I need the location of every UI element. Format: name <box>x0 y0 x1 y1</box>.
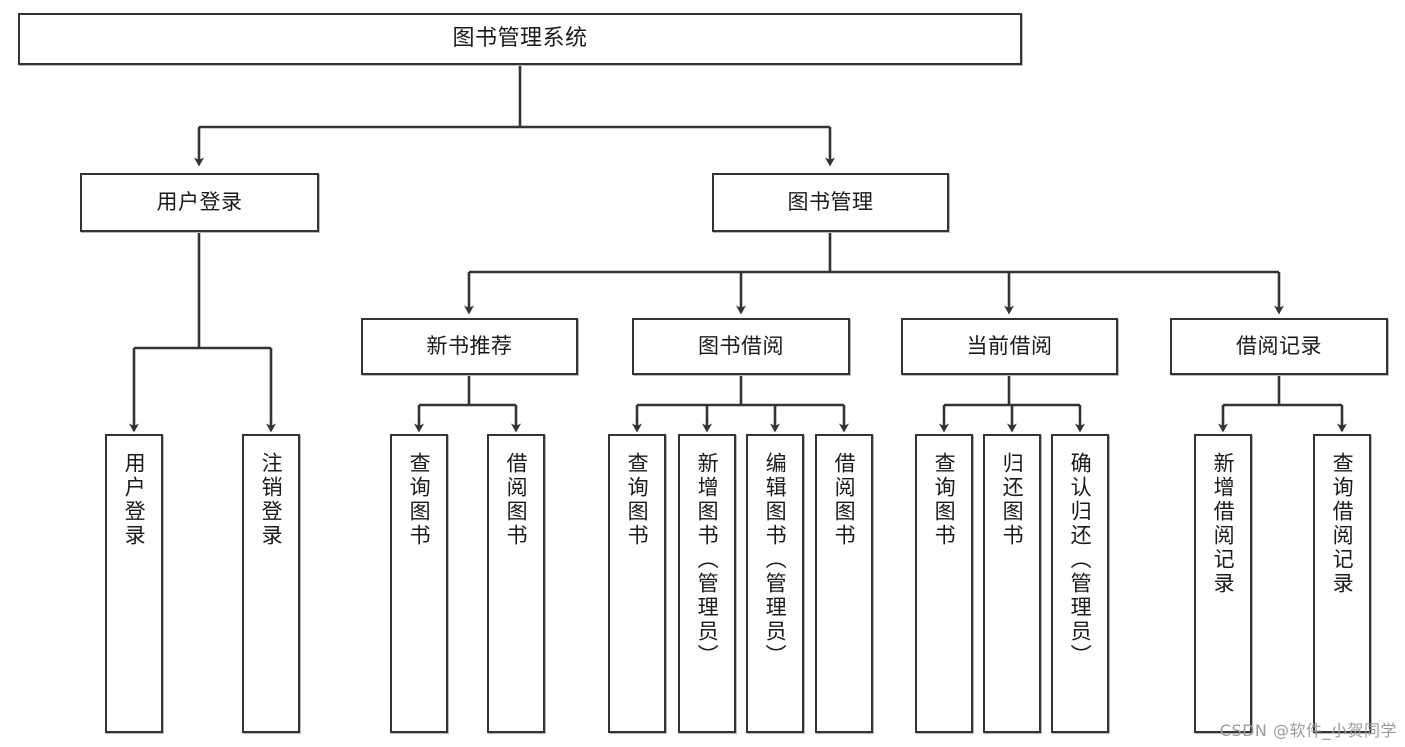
leaf-add-book[interactable]: 新增图书（管理员） <box>678 434 736 733</box>
node-book-borrow[interactable]: 图书借阅 <box>632 318 850 375</box>
leaf-query-book-2[interactable]: 查询图书 <box>608 434 666 733</box>
leaf-query-record-label: 查询借阅记录 <box>1330 452 1355 596</box>
leaf-borrow-book-2[interactable]: 借阅图书 <box>815 434 873 733</box>
leaf-query-record[interactable]: 查询借阅记录 <box>1313 434 1371 733</box>
leaf-query-book-3-label: 查询图书 <box>932 452 957 548</box>
node-root-label: 图书管理系统 <box>452 26 588 52</box>
node-root[interactable]: 图书管理系统 <box>18 13 1022 65</box>
node-user-login-label: 用户登录 <box>156 190 243 215</box>
leaf-borrow-book-1[interactable]: 借阅图书 <box>487 434 545 733</box>
csdn-watermark: CSDN @软件_小贺同学 <box>1219 721 1397 740</box>
node-current-borrow[interactable]: 当前借阅 <box>901 318 1118 375</box>
leaf-user-login-label: 用户登录 <box>122 452 147 548</box>
node-current-borrow-label: 当前借阅 <box>966 334 1053 359</box>
leaf-add-record[interactable]: 新增借阅记录 <box>1194 434 1252 733</box>
node-user-login[interactable]: 用户登录 <box>80 173 319 232</box>
node-book-borrow-label: 图书借阅 <box>698 334 784 359</box>
leaf-query-book-3[interactable]: 查询图书 <box>915 434 973 733</box>
node-new-book-recommend-label: 新书推荐 <box>426 334 513 359</box>
leaf-confirm-return[interactable]: 确认归还（管理员） <box>1051 434 1109 733</box>
leaf-borrow-book-2-label: 借阅图书 <box>832 452 857 548</box>
leaf-borrow-book-1-label: 借阅图书 <box>504 452 529 548</box>
leaf-return-book-label: 归还图书 <box>1000 452 1025 548</box>
leaf-query-book-2-label: 查询图书 <box>625 452 650 548</box>
node-book-manage[interactable]: 图书管理 <box>712 173 949 232</box>
node-new-book-recommend[interactable]: 新书推荐 <box>361 318 578 375</box>
leaf-query-book-1-label: 查询图书 <box>407 452 432 548</box>
leaf-user-login[interactable]: 用户登录 <box>105 434 163 733</box>
leaf-query-book-1[interactable]: 查询图书 <box>390 434 448 733</box>
leaf-confirm-return-label: 确认归还（管理员） <box>1068 452 1093 668</box>
node-borrow-record-label: 借阅记录 <box>1236 334 1322 359</box>
node-book-manage-label: 图书管理 <box>787 190 874 215</box>
leaf-edit-book-label: 编辑图书（管理员） <box>763 452 788 668</box>
node-borrow-record[interactable]: 借阅记录 <box>1170 318 1388 375</box>
leaf-return-book[interactable]: 归还图书 <box>983 434 1041 733</box>
leaf-logout[interactable]: 注销登录 <box>242 434 300 733</box>
leaf-logout-label: 注销登录 <box>259 452 284 548</box>
leaf-add-record-label: 新增借阅记录 <box>1211 452 1236 596</box>
leaf-edit-book[interactable]: 编辑图书（管理员） <box>746 434 804 733</box>
leaf-add-book-label: 新增图书（管理员） <box>695 452 720 668</box>
